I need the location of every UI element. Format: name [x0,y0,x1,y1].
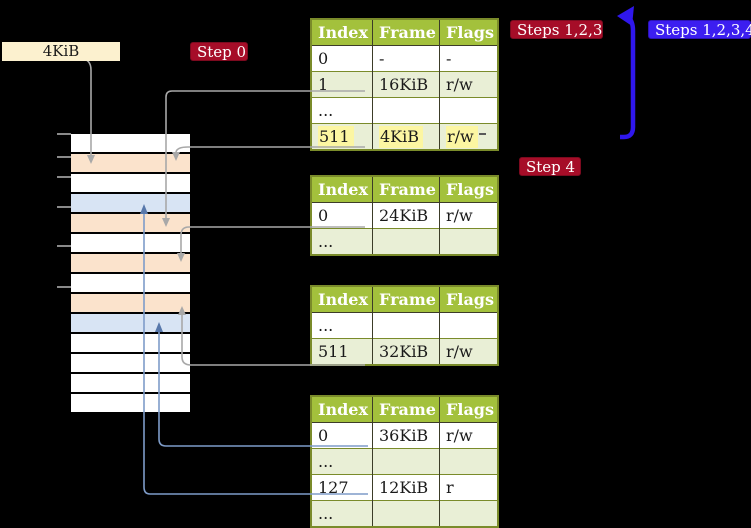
cell-frame: 24KiB [372,202,440,229]
memory-tick [57,245,71,247]
cell-index: 0 [318,49,329,68]
memory-row-white [71,234,190,252]
cell-frame [372,228,440,255]
table-row-highlighted: 511 4KiB r/w [311,123,498,150]
cell-index: 0 [318,426,329,445]
table-row: 127 12KiB r [311,474,498,501]
page-size-label: 4KiB [2,42,120,61]
memory-row-peach [71,254,190,272]
column-header-frame: Frame [372,396,440,423]
memory-row-blue [71,314,190,332]
cell-frame: - [372,45,440,72]
memory-row-peach [71,154,190,172]
cell-flags: r/w [439,422,498,449]
table-row-ellipsis: ... [311,228,498,255]
steps1234-badge: Steps 1,2,3,4 [648,20,751,39]
column-header-flags: Flags [439,286,498,313]
highlight-mark: 511 [318,126,354,148]
memory-row-white [71,374,190,392]
cell-index: ... [318,316,334,335]
table-row-ellipsis: ... [311,97,498,124]
cell-flags [439,500,498,527]
cell-index: ... [311,97,373,124]
cell-index: 511 [311,338,373,365]
page-table-level3: Index Frame Flags 0 24KiB r/w ... [310,175,499,256]
memory-row-peach [71,214,190,232]
steps123-badge: Steps 1,2,3 [510,20,603,39]
table-row: 1 16KiB r/w [311,71,498,98]
cell-index: 127 [311,474,373,501]
cell-index: ... [311,228,373,255]
cell-flags [439,228,498,255]
cell-frame [372,500,440,527]
page-table-level1: Index Frame Flags 0 36KiB r/w ... 127 12… [310,395,499,528]
cell-index: 0 [318,206,329,225]
cell-frame: 16KiB [372,71,440,98]
cell-index: 1 [311,71,373,98]
steps-loop-arrow [617,6,636,140]
table-row-ellipsis: ... [311,448,498,475]
memory-row-white [71,354,190,372]
cell-flags: r/w [439,71,498,98]
memory-row-white [71,274,190,292]
table-row: 511 32KiB r/w [311,338,498,365]
cell-flags [439,97,498,124]
column-header-frame: Frame [372,286,440,313]
memory-tick [57,176,71,178]
cell-index: ... [311,500,373,527]
page-table-level2: Index Frame Flags ... 511 32KiB r/w [310,285,499,366]
memory-row-white [71,174,190,192]
cell-flags: r/w [439,123,498,150]
table-row: 0 24KiB r/w [311,202,498,229]
memory-tick [57,156,71,158]
column-header-flags: Flags [439,19,498,46]
cell-flags: r/w [439,202,498,229]
memory-tick [57,286,71,288]
memory-row-peach [71,294,190,312]
step4-badge: Step 4 [519,157,581,176]
column-header-flags: Flags [439,176,498,203]
memory-tick [57,206,71,208]
cell-flags: r/w [439,338,498,365]
table-row-ellipsis: ... [311,312,498,339]
column-header-frame: Frame [372,19,440,46]
table-header-row: Index Frame Flags [311,396,498,423]
memory-tick [57,133,71,135]
table-header-row: Index Frame Flags [311,176,498,203]
cell-frame [372,97,440,124]
column-header-index: Index [311,176,373,203]
table-row-ellipsis: ... [311,500,498,527]
column-header-index: Index [311,396,373,423]
page-table-level4: Index Frame Flags 0 - - 1 16KiB r/w ... [310,18,499,151]
cell-frame: 12KiB [372,474,440,501]
cell-flags: - [439,45,498,72]
cell-frame [372,448,440,475]
cell-index: 511 [311,123,373,150]
column-header-index: Index [311,19,373,46]
column-header-index: Index [311,286,373,313]
cell-frame: 36KiB [372,422,440,449]
column-header-flags: Flags [439,396,498,423]
highlight-mark: r/w [446,126,478,148]
step0-badge: Step 0 [190,42,248,61]
table-header-row: Index Frame Flags [311,286,498,313]
column-header-frame: Frame [372,176,440,203]
table-header-row: Index Frame Flags [311,19,498,46]
cell-flags [439,448,498,475]
highlight-mark: 4KiB [379,126,424,148]
memory-row-white [71,334,190,352]
memory-row-white [71,394,190,412]
cell-frame: 32KiB [372,338,440,365]
cell-frame [372,312,440,339]
memory-row-white [71,134,190,152]
cell-flags [439,312,498,339]
cell-frame: 4KiB [372,123,440,150]
memory-row-blue [71,194,190,212]
table-row: 0 36KiB r/w [311,422,498,449]
table-row: 0 - - [311,45,498,72]
cell-index: ... [311,448,373,475]
physical-memory-stack [71,134,190,412]
cell-flags: r [439,474,498,501]
